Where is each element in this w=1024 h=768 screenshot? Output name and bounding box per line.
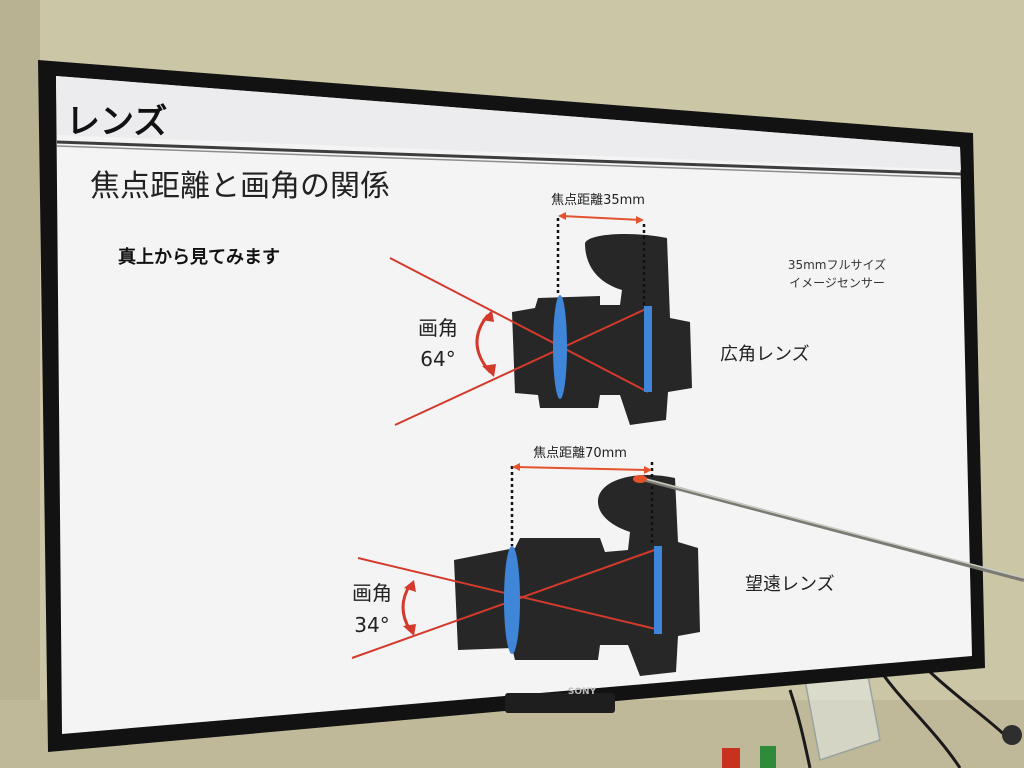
tele-arc-arrowhead: [403, 624, 416, 636]
header-rule-thin: [56, 145, 962, 179]
tele-arc-arrowhead: [404, 580, 416, 592]
wall-shadow-left: [0, 0, 40, 768]
tele-lens-label: 望遠レンズ: [745, 574, 835, 595]
tv-stand: [505, 693, 615, 713]
tele-focal-arrow: [515, 466, 649, 471]
wide-lens-label: 広角レンズ: [720, 344, 810, 365]
red-object: [722, 748, 740, 768]
tele-arrowhead: [512, 463, 520, 471]
wide-ray: [394, 307, 649, 426]
tv-brand-logo: SONY: [568, 687, 597, 697]
wide-angle-diagram: 焦点距離35mm 画角 64° 広角レンズ: [389, 193, 810, 426]
wide-lens-element: [553, 295, 567, 399]
dark-object: [1002, 725, 1022, 745]
telephoto-diagram: 焦点距離70mm 画角 34° 望遠レンズ: [351, 446, 835, 676]
slide-header-title: レンズ: [66, 102, 167, 142]
cable: [878, 669, 962, 768]
wide-arc-arrowhead: [482, 364, 496, 377]
slide-subtitle: 真上から見てみます: [118, 246, 280, 268]
wide-focal-label: 焦点距離35mm: [551, 193, 645, 208]
pointer-stick: [641, 477, 1024, 582]
tv-screen: [56, 76, 972, 734]
green-object: [760, 746, 776, 768]
pointer-tip: [633, 475, 647, 483]
wide-ray: [389, 257, 649, 393]
tele-focal-label: 焦点距離70mm: [533, 446, 627, 461]
wide-arrowhead: [558, 212, 566, 220]
slide-title: 焦点距離と画角の関係: [90, 169, 390, 204]
wide-angle-value: 64°: [420, 347, 455, 371]
slide-header-bar: [56, 76, 961, 170]
wide-angle-word: 画角: [418, 316, 458, 340]
tele-lens-element: [504, 546, 520, 654]
cable: [788, 689, 812, 768]
sensor-note-line2: イメージセンサー: [789, 276, 885, 290]
wide-arrowhead: [636, 216, 644, 224]
tele-image-sensor: [654, 546, 662, 634]
pointer-stick-highlight: [641, 477, 1024, 579]
header-rule: [56, 140, 962, 176]
sensor-note-line1: 35mmフルサイズ: [788, 257, 886, 272]
wide-image-sensor: [644, 306, 652, 392]
wide-arc-arrowhead: [482, 310, 494, 322]
tele-angle-word: 画角: [352, 581, 392, 605]
tele-angle-value: 34°: [354, 613, 389, 637]
tele-arrowhead: [644, 466, 652, 474]
wide-focal-arrow: [561, 215, 641, 221]
